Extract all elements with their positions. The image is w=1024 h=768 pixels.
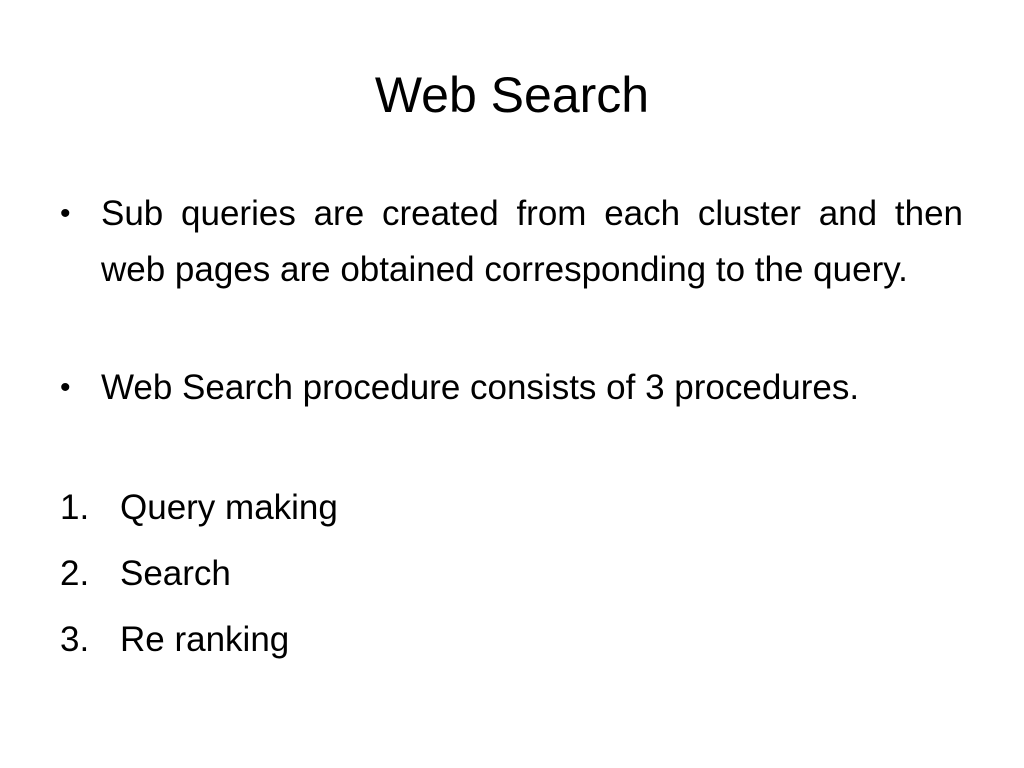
numbered-item: 3. Re ranking <box>60 612 963 668</box>
item-number: 2. <box>60 554 90 593</box>
item-number: 3. <box>60 620 90 659</box>
item-text: Re ranking <box>120 620 290 659</box>
item-text: Search <box>120 554 231 593</box>
item-text: Query making <box>120 488 338 527</box>
bullet-text: Web Search procedure consists of 3 proce… <box>101 368 860 407</box>
bullet-marker: • <box>60 371 71 404</box>
item-number: 1. <box>60 488 90 527</box>
slide-title: Web Search <box>374 67 650 123</box>
numbered-item: 2. Search <box>60 546 963 602</box>
bullet-item: • Sub queries are created from each clus… <box>60 186 963 298</box>
bullet-item: • Web Search procedure consists of 3 pro… <box>60 360 963 416</box>
bullet-marker: • <box>60 197 71 230</box>
numbered-item: 1. Query making <box>60 480 963 536</box>
bullet-text: Sub queries are created from each cluste… <box>101 194 963 289</box>
